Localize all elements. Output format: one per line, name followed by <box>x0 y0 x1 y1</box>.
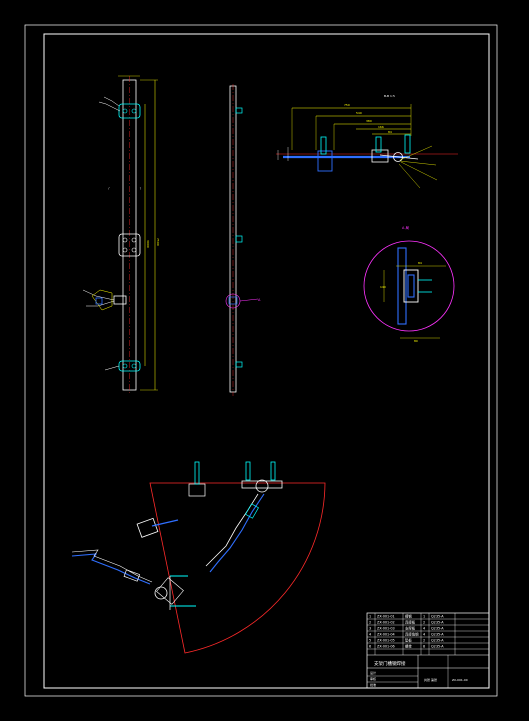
detail-a-dim-bottom: 80 <box>414 339 418 343</box>
drawing-frame <box>43 33 490 689</box>
bom-cell-name: 连接角钢 <box>405 632 419 637</box>
bom-cell-name: 垫板 <box>405 638 412 643</box>
bom-cell-code: ZX-001-01 <box>377 615 395 619</box>
bom-cell-mat: Q235-A <box>431 639 444 643</box>
outer-border <box>24 24 498 697</box>
bom-cell-mat: Q235-A <box>431 621 444 625</box>
bb-dim-3: 380 <box>366 119 372 123</box>
bom-cell-no: 3 <box>369 627 371 631</box>
bom-cell-no: 2 <box>369 621 371 625</box>
bom-cell-qty: 8 <box>423 645 425 649</box>
bom-cell-qty: 2 <box>423 639 425 643</box>
bom-cell-code: ZX-001-04 <box>377 633 395 637</box>
title-block-code: ZX-001-00 <box>452 678 468 682</box>
bom-cell-no: 4 <box>369 633 371 637</box>
bom-cell-mat: Q235-A <box>431 627 444 631</box>
bom-cell-qty: 4 <box>423 633 425 637</box>
bom-cell-mat: Q235-A <box>431 633 444 637</box>
bom-cell-no: 5 <box>369 639 371 643</box>
detail-a-dim-top: 84 <box>418 261 422 265</box>
svg-text:A: A <box>258 298 261 302</box>
bom-cell-name: 螺栓 <box>405 644 412 649</box>
title-block-approve: 批准 <box>370 682 376 687</box>
bom-cell-qty: 2 <box>423 621 425 625</box>
bom-cell-name: 槽钢 <box>405 614 412 619</box>
bom-cell-code: ZX-001-05 <box>377 639 395 643</box>
bom-cell-qty: 4 <box>423 627 425 631</box>
side-elevation-view: A <box>225 84 261 396</box>
svg-text:┐: ┐ <box>139 186 142 190</box>
title-block-sheet: 共张 第张 <box>424 677 437 682</box>
bom-cell-no: 1 <box>369 615 371 619</box>
bom-cell-mat: Q235-A <box>431 615 444 619</box>
section-bb-label: B-B 1:5 <box>384 94 395 98</box>
bb-dim-5: 84 <box>388 130 392 134</box>
bom-cell-mat: Q235-A <box>431 645 444 649</box>
bom-cell-name: 连接板 <box>405 620 416 625</box>
bom-cell-code: ZX-001-06 <box>377 645 395 649</box>
detail-a-dim-left: 140 <box>380 285 386 289</box>
svg-text:┌: ┌ <box>108 186 110 190</box>
bom-cell-code: ZX-001-02 <box>377 621 395 625</box>
bb-dim-2: 540 <box>356 111 362 115</box>
bb-dim-4: 166 <box>378 125 384 129</box>
title-block-check: 审核 <box>370 676 376 681</box>
detail-a-view: A 局 84 140 80 <box>363 225 455 343</box>
detail-a-label: A 局 <box>402 225 410 230</box>
title-block-design: 设计 <box>370 670 376 675</box>
title-block-name: 支架门槽钢焊接 <box>374 660 406 667</box>
plan-sector-view <box>71 461 326 654</box>
elevation-dim-total: 7500 <box>156 238 160 246</box>
bom-cell-qty: 1 <box>423 615 425 619</box>
bom-cell-no: 6 <box>369 645 371 649</box>
section-bb-view: B-B 1:5 750 540 380 166 84 <box>276 94 458 189</box>
elevation-dim-mid: 3000 <box>146 240 150 248</box>
front-elevation-view: ┌ ┐ 7500 3000 <box>82 75 160 394</box>
bom-cell-code: ZX-001-03 <box>377 627 395 631</box>
bom-cell-name: 支撑板 <box>405 626 416 631</box>
bb-dim-1: 750 <box>344 103 350 107</box>
